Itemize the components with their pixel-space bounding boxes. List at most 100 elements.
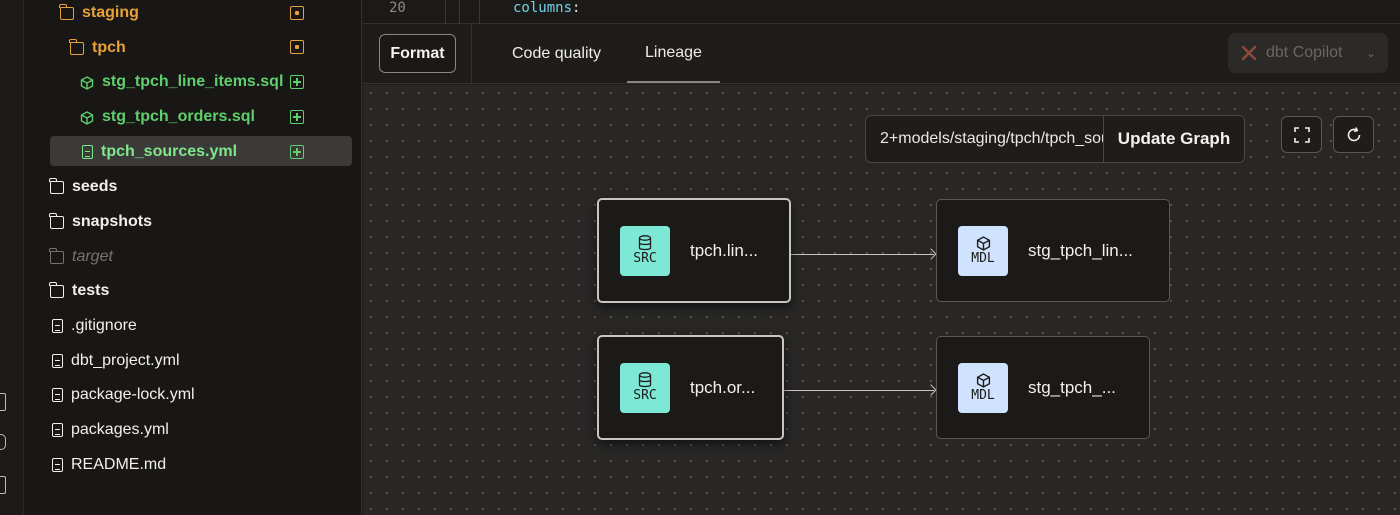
model-cube-icon — [976, 372, 990, 388]
tree-item-label: seeds — [72, 178, 118, 195]
tree-item-seeds[interactable]: seeds — [49, 172, 118, 202]
code-line: columns: — [513, 0, 580, 16]
lineage-node-source[interactable]: SRC tpch.lin... — [597, 198, 791, 303]
settings-icon[interactable] — [0, 434, 6, 450]
model-chip: MDL — [958, 362, 1008, 413]
node-tag: SRC — [633, 388, 657, 403]
tree-item-target[interactable]: target — [49, 242, 113, 272]
graph-selector-group: 2+models/staging/tpch/tpch_sources.yml U… — [865, 115, 1245, 163]
folder-icon — [59, 3, 74, 20]
database-icon — [638, 372, 652, 388]
lineage-canvas[interactable]: 2+models/staging/tpch/tpch_sources.yml U… — [363, 85, 1400, 515]
model-cube-icon — [80, 110, 94, 125]
tab-lineage[interactable]: Lineage — [627, 25, 720, 83]
fullscreen-button[interactable] — [1281, 116, 1322, 153]
copilot-label: dbt Copilot — [1266, 44, 1343, 61]
tree-item-dbt-project[interactable]: dbt_project.yml — [52, 346, 180, 376]
line-number: 20 — [389, 0, 406, 16]
tree-item-label: tests — [72, 282, 110, 299]
file-icon — [52, 458, 63, 472]
toolbar-divider — [471, 25, 472, 83]
tree-item-snapshots[interactable]: snapshots — [49, 207, 153, 237]
folder-icon — [49, 212, 64, 229]
lineage-node-model[interactable]: MDL stg_tpch_lin... — [936, 199, 1170, 302]
dbt-logo-icon — [1241, 45, 1257, 61]
refresh-icon — [1347, 126, 1360, 141]
model-cube-icon — [976, 235, 990, 251]
tree-item-readme[interactable]: README.md — [52, 450, 166, 480]
expand-icon — [1293, 126, 1310, 143]
tree-item-packages[interactable]: packages.yml — [52, 415, 169, 445]
folder-icon — [69, 38, 84, 55]
tree-item-tpch-sources[interactable]: tpch_sources.yml — [82, 137, 237, 167]
indent-guide — [445, 0, 446, 24]
added-badge-icon — [290, 145, 304, 159]
tree-item-label: README.md — [71, 456, 167, 473]
tree-item-stg-tpch-line-items[interactable]: stg_tpch_line_items.sql — [80, 67, 283, 97]
tree-item-label: package-lock.yml — [71, 386, 195, 403]
update-graph-button[interactable]: Update Graph — [1117, 129, 1231, 148]
source-chip: SRC — [620, 225, 670, 276]
activity-bar — [0, 0, 24, 515]
tree-item-label: packages.yml — [71, 421, 169, 438]
node-tag: MDL — [971, 250, 995, 266]
bottom-panel-toolbar: Format Code quality Lineage dbt Copilot … — [363, 25, 1400, 84]
tree-item-label: stg_tpch_line_items.sql — [102, 73, 284, 90]
file-icon — [52, 354, 63, 368]
selected-row-highlight — [50, 136, 352, 166]
indent-guide — [479, 0, 480, 24]
lineage-node-source[interactable]: SRC tpch.or... — [597, 335, 784, 440]
model-cube-icon — [80, 75, 94, 90]
document-icon[interactable] — [0, 476, 6, 494]
folder-icon — [49, 247, 64, 264]
chevron-down-icon: ⌄ — [1365, 46, 1376, 60]
database-icon — [638, 235, 652, 251]
tree-item-label: tpch — [92, 39, 126, 56]
file-icon — [52, 423, 63, 437]
node-label: stg_tpch_lin... — [1028, 240, 1133, 260]
modified-badge-icon — [290, 6, 304, 20]
tab-code-quality[interactable]: Code quality — [512, 45, 601, 62]
folder-icon — [49, 281, 64, 298]
graph-selector-input[interactable]: 2+models/staging/tpch/tpch_sources.yml — [866, 116, 1104, 162]
tree-item-package-lock[interactable]: package-lock.yml — [52, 380, 195, 410]
tree-item-tests[interactable]: tests — [49, 276, 110, 306]
yaml-colon: : — [572, 0, 581, 16]
file-icon — [52, 388, 63, 402]
file-icon — [52, 319, 63, 333]
tree-item-tpch[interactable]: tpch — [69, 33, 126, 63]
tree-item-gitignore[interactable]: .gitignore — [52, 311, 137, 341]
node-tag: SRC — [633, 251, 657, 266]
model-chip: MDL — [958, 225, 1008, 276]
tree-item-label: tpch_sources.yml — [101, 143, 238, 160]
tree-item-stg-tpch-orders[interactable]: stg_tpch_orders.sql — [80, 102, 255, 132]
added-badge-icon — [290, 75, 304, 89]
folder-icon — [49, 177, 64, 194]
node-label: tpch.or... — [690, 377, 756, 397]
refresh-button[interactable] — [1333, 116, 1374, 153]
modified-badge-icon — [290, 40, 304, 54]
tree-item-label: staging — [82, 4, 139, 21]
node-label: stg_tpch_... — [1028, 377, 1116, 397]
node-label: tpch.lin... — [690, 240, 759, 260]
file-icon[interactable] — [0, 393, 6, 411]
indent-guide — [459, 0, 460, 24]
tree-item-label: .gitignore — [71, 317, 137, 334]
code-editor[interactable]: 20 columns: — [363, 0, 1400, 24]
lineage-edge — [784, 390, 934, 391]
file-icon — [82, 145, 93, 159]
lineage-edge — [791, 254, 934, 255]
tree-item-label: target — [72, 248, 113, 265]
tree-item-label: stg_tpch_orders.sql — [102, 108, 255, 125]
node-tag: MDL — [971, 387, 995, 403]
dbt-copilot-button[interactable]: dbt Copilot ⌄ — [1228, 33, 1388, 73]
format-button[interactable]: Format — [379, 34, 456, 73]
yaml-key: columns — [513, 0, 573, 16]
tree-item-staging[interactable]: staging — [59, 0, 139, 28]
file-explorer — [24, 0, 362, 515]
tree-item-label: dbt_project.yml — [71, 352, 180, 369]
lineage-node-model[interactable]: MDL stg_tpch_... — [936, 336, 1150, 439]
added-badge-icon — [290, 110, 304, 124]
tree-item-label: snapshots — [72, 213, 153, 230]
source-chip: SRC — [620, 362, 670, 413]
